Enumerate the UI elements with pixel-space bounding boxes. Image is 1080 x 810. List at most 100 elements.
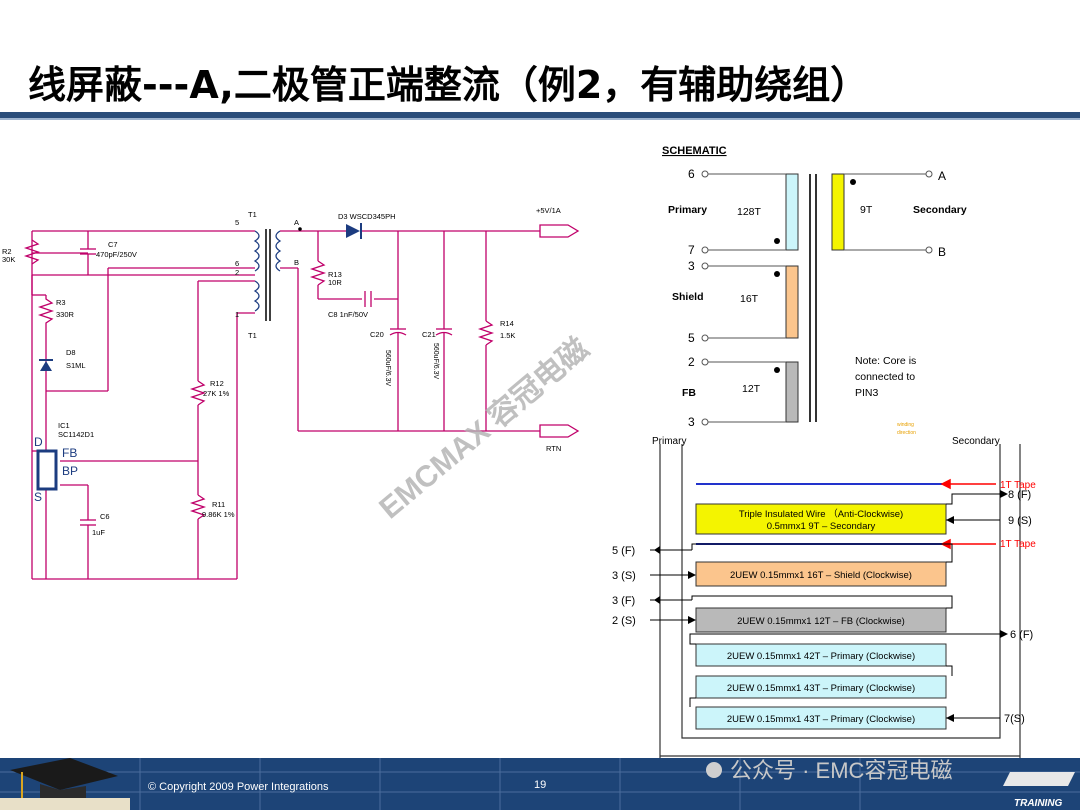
r12-label: R12: [210, 379, 224, 388]
tape-label-2: 1T Tape: [1000, 539, 1036, 550]
tx-note-2: connected to: [855, 371, 915, 383]
pin1-label: 1: [235, 310, 239, 319]
output-label: +5V/1A: [536, 206, 561, 215]
pin-label-6f: 6 (F): [1010, 629, 1033, 641]
title-rule: [0, 112, 1080, 118]
node-b-label: B: [294, 258, 299, 267]
page-number: 19: [534, 779, 546, 791]
secondary-side-label: Secondary: [952, 436, 1000, 447]
t1-bottom-label: T1: [248, 331, 257, 340]
tx-pin3b: 3: [688, 415, 695, 429]
pin-label-3f: 3 (F): [612, 595, 635, 607]
wechat-watermark: 公众号 · EMC容冠电磁: [730, 758, 952, 783]
pi-logo-icon: [1003, 772, 1075, 786]
tx-sec-turns: 9T: [860, 204, 873, 216]
pin-label-8f: 8 (F): [1008, 489, 1031, 501]
tx-note-3: PIN3: [855, 387, 879, 399]
primary-side-label: Primary: [652, 436, 686, 447]
tx-shield-turns: 16T: [740, 293, 759, 305]
tx-pin6: 6: [688, 167, 695, 181]
layer-primary-2: [695, 675, 947, 699]
layer-shield: [695, 561, 947, 587]
tx-pin5: 5: [688, 331, 695, 345]
tx-primary-turns: 128T: [737, 206, 762, 218]
primary-winding: [785, 173, 799, 251]
graduation-cap-icon: [0, 758, 130, 810]
layer-secondary-line2: 0.5mmx1 9T – Secondary: [767, 521, 876, 532]
d8-value: S1ML: [66, 361, 86, 370]
tx-secondary-label: Secondary: [913, 204, 967, 216]
wechat-icon: [706, 762, 722, 778]
pin-label-5f: 5 (F): [612, 545, 635, 557]
r14-label: R14: [500, 319, 514, 328]
shield-winding: [785, 265, 799, 339]
ic1-value: SC1142D1: [58, 430, 94, 439]
layer-shield-text: 2UEW 0.15mmx1 16T – Shield (Clockwise): [730, 570, 912, 581]
tx-out-a: A: [938, 169, 946, 183]
tx-note-1: Note: Core is: [855, 355, 916, 367]
layer-secondary: [695, 503, 947, 535]
ic-pin-bp: BP: [62, 464, 78, 478]
c6-label: C6: [100, 512, 110, 521]
tx-out-b: B: [938, 245, 946, 259]
ic-pin-fb: FB: [62, 446, 77, 460]
tape-label-1: 1T Tape: [1000, 480, 1036, 491]
footer-bar: © Copyright 2009 Power Integrations 19 公…: [0, 758, 1080, 810]
c20-label: C20: [370, 330, 384, 339]
page-title: 线屏蔽---A,二极管正端整流（例2，有辅助绕组）: [28, 63, 869, 107]
d8-label: D8: [66, 348, 76, 357]
copyright-text: © Copyright 2009 Power Integrations: [148, 781, 329, 793]
c6-value: 1uF: [92, 528, 105, 537]
r14-value: 1.5K: [500, 331, 515, 340]
c20-value: 560uF/6.3V: [384, 350, 391, 387]
ic-pin-d: D: [34, 435, 43, 449]
winding-direction-1: winding: [897, 422, 914, 428]
r13-label: R13: [328, 270, 342, 279]
tx-pin2: 2: [688, 355, 695, 369]
pin-label-9s: 9 (S): [1008, 515, 1032, 527]
winding-diagram: Primary Secondary 1T Tape 1T Tape Triple…: [612, 436, 1036, 760]
pin-label-7s: 7(S): [1004, 713, 1025, 725]
tx-fb-turns: 12T: [742, 383, 761, 395]
ic1-label: IC1: [58, 421, 70, 430]
layer-primary-3-text: 2UEW 0.15mmx1 43T – Primary (Clockwise): [727, 714, 915, 725]
watermark-text: EMCMAX 容冠电磁: [373, 331, 595, 525]
pin-label-2s: 2 (S): [612, 615, 636, 627]
pin6-label: 6: [235, 259, 239, 268]
secondary-winding: [831, 173, 845, 251]
ic-pin-s: S: [34, 490, 42, 504]
layer-primary-2-text: 2UEW 0.15mmx1 43T – Primary (Clockwise): [727, 683, 915, 694]
r13-value: 10R: [328, 278, 342, 287]
circuit-schematic: T1 T1 5 6 2 1 A B D3 WSCD345PH +5V/1A RT…: [2, 206, 580, 580]
pin2-label: 2: [235, 268, 239, 277]
c7-label: C7: [108, 240, 118, 249]
transformer-schematic: SCHEMATIC: [662, 145, 967, 436]
c8-label: C8 1nF/50V: [328, 310, 368, 319]
layer-primary-1-text: 2UEW 0.15mmx1 42T – Primary (Clockwise): [727, 651, 915, 662]
r3-label: R3: [56, 298, 66, 307]
tx-fb-label: FB: [682, 387, 696, 399]
tx-pin7: 7: [688, 243, 695, 257]
c21-label: C21: [422, 330, 436, 339]
diode-d3: [346, 224, 360, 238]
tx-pin3a: 3: [688, 259, 695, 273]
t1-label: T1: [248, 210, 257, 219]
fb-winding: [785, 361, 799, 423]
pin-label-3s: 3 (S): [612, 570, 636, 582]
layer-primary-1: [695, 643, 947, 667]
title-rule-light: [0, 118, 1080, 120]
schematic-heading: SCHEMATIC: [662, 145, 727, 157]
r3-value: 330R: [56, 310, 75, 319]
diode-d8: [40, 361, 52, 371]
r2-value: 30K: [2, 255, 15, 264]
r12-value: 27K 1%: [203, 389, 230, 398]
tx-shield-label: Shield: [672, 291, 704, 303]
watermark: EMCMAX 容冠电磁: [373, 331, 595, 525]
d3-label: D3 WSCD345PH: [338, 212, 396, 221]
node-a-label: A: [294, 218, 299, 227]
c7-value: 470pF/250V: [96, 250, 137, 259]
r11-value: 9.86K 1%: [202, 510, 235, 519]
tx-primary-label: Primary: [668, 204, 707, 216]
rtn-label: RTN: [546, 444, 561, 453]
